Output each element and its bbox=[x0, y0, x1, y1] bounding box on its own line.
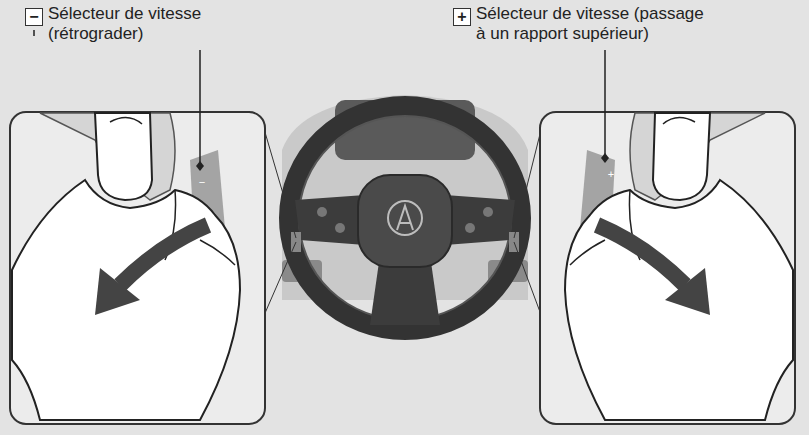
arrow-head bbox=[665, 268, 710, 315]
thumbnail bbox=[663, 117, 695, 124]
logo bbox=[388, 201, 422, 235]
part-label: Sélecteur de vitesse (rétrograder) bbox=[48, 4, 243, 44]
detail-panel bbox=[540, 112, 795, 424]
detail-panel bbox=[10, 112, 265, 424]
logo bbox=[397, 206, 413, 230]
shift-arrow bbox=[120, 225, 208, 285]
hand bbox=[565, 180, 793, 420]
wheel-grip bbox=[40, 113, 175, 200]
thumb bbox=[653, 113, 710, 200]
key-symbol: + bbox=[453, 8, 471, 26]
panel-frame bbox=[10, 112, 265, 424]
thumb bbox=[95, 113, 152, 200]
paddle-sign: − bbox=[195, 176, 209, 189]
shift-arrow bbox=[597, 225, 685, 285]
leader-dot bbox=[601, 153, 609, 163]
wheel-grip bbox=[630, 113, 765, 200]
callout-line bbox=[262, 122, 296, 320]
paddle-sign: + bbox=[604, 168, 618, 181]
button bbox=[483, 207, 493, 217]
button bbox=[465, 223, 475, 233]
leader-dot bbox=[196, 161, 204, 171]
button bbox=[335, 223, 345, 233]
key-symbol: − bbox=[25, 8, 43, 26]
part-label: Sélecteur de vitesse (passage à un rappo… bbox=[476, 4, 708, 44]
button bbox=[317, 207, 327, 217]
leader-line bbox=[34, 30, 200, 162]
leader-line bbox=[604, 50, 606, 154]
thumbnail bbox=[110, 117, 142, 124]
arrow-head bbox=[95, 268, 140, 315]
panel-frame bbox=[540, 112, 795, 424]
hand bbox=[12, 180, 240, 420]
wheel-hub bbox=[358, 175, 452, 267]
wheel-spoke bbox=[295, 195, 365, 245]
wheel-rim bbox=[289, 106, 521, 330]
wheel-spoke bbox=[445, 195, 515, 245]
steering-wheel bbox=[282, 95, 528, 330]
callout-line bbox=[514, 122, 543, 320]
